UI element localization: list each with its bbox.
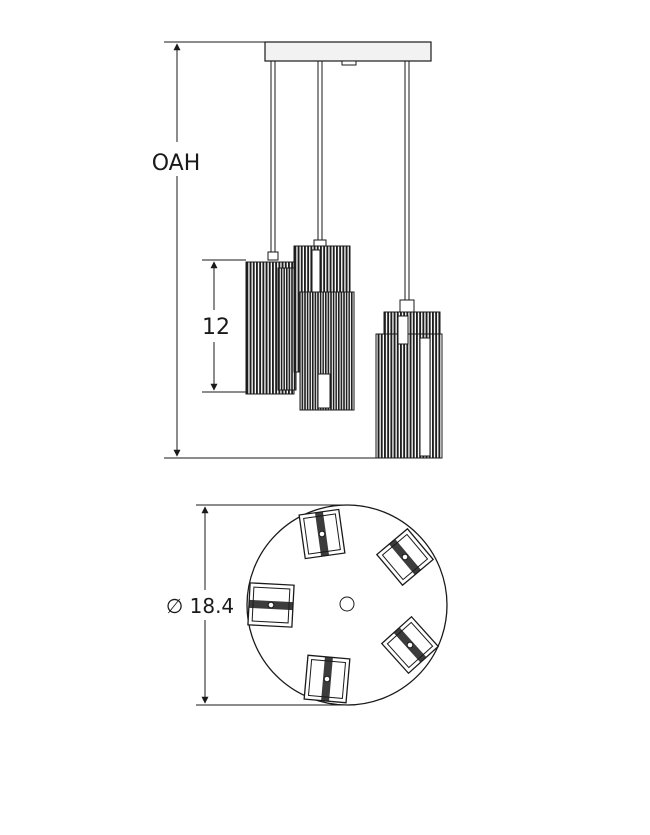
shade-height-label: 12: [202, 315, 230, 340]
plan-shade-lower-right: [380, 615, 440, 675]
oah-label: OAH: [152, 151, 201, 176]
plan-shade-upper-right: [375, 527, 435, 587]
pendant-shade-left: [245, 251, 297, 395]
elevation-view: OAH 12: [140, 41, 443, 459]
diameter-label: ∅ 18.4: [166, 594, 234, 618]
canopy-center-hole: [339, 596, 355, 612]
pendant-shade-center: [293, 239, 355, 411]
plan-shade-bottom: [303, 654, 351, 704]
plan-view: ∅ 18.4: [162, 504, 448, 706]
plan-shade-left: [247, 582, 295, 628]
oah-dimension: [164, 41, 440, 459]
plan-shade-top: [298, 508, 346, 560]
canopy-mount: [341, 60, 357, 66]
pendant-shade-right: [375, 299, 443, 459]
canopy: [264, 41, 432, 62]
suspension-cables: [270, 61, 410, 300]
